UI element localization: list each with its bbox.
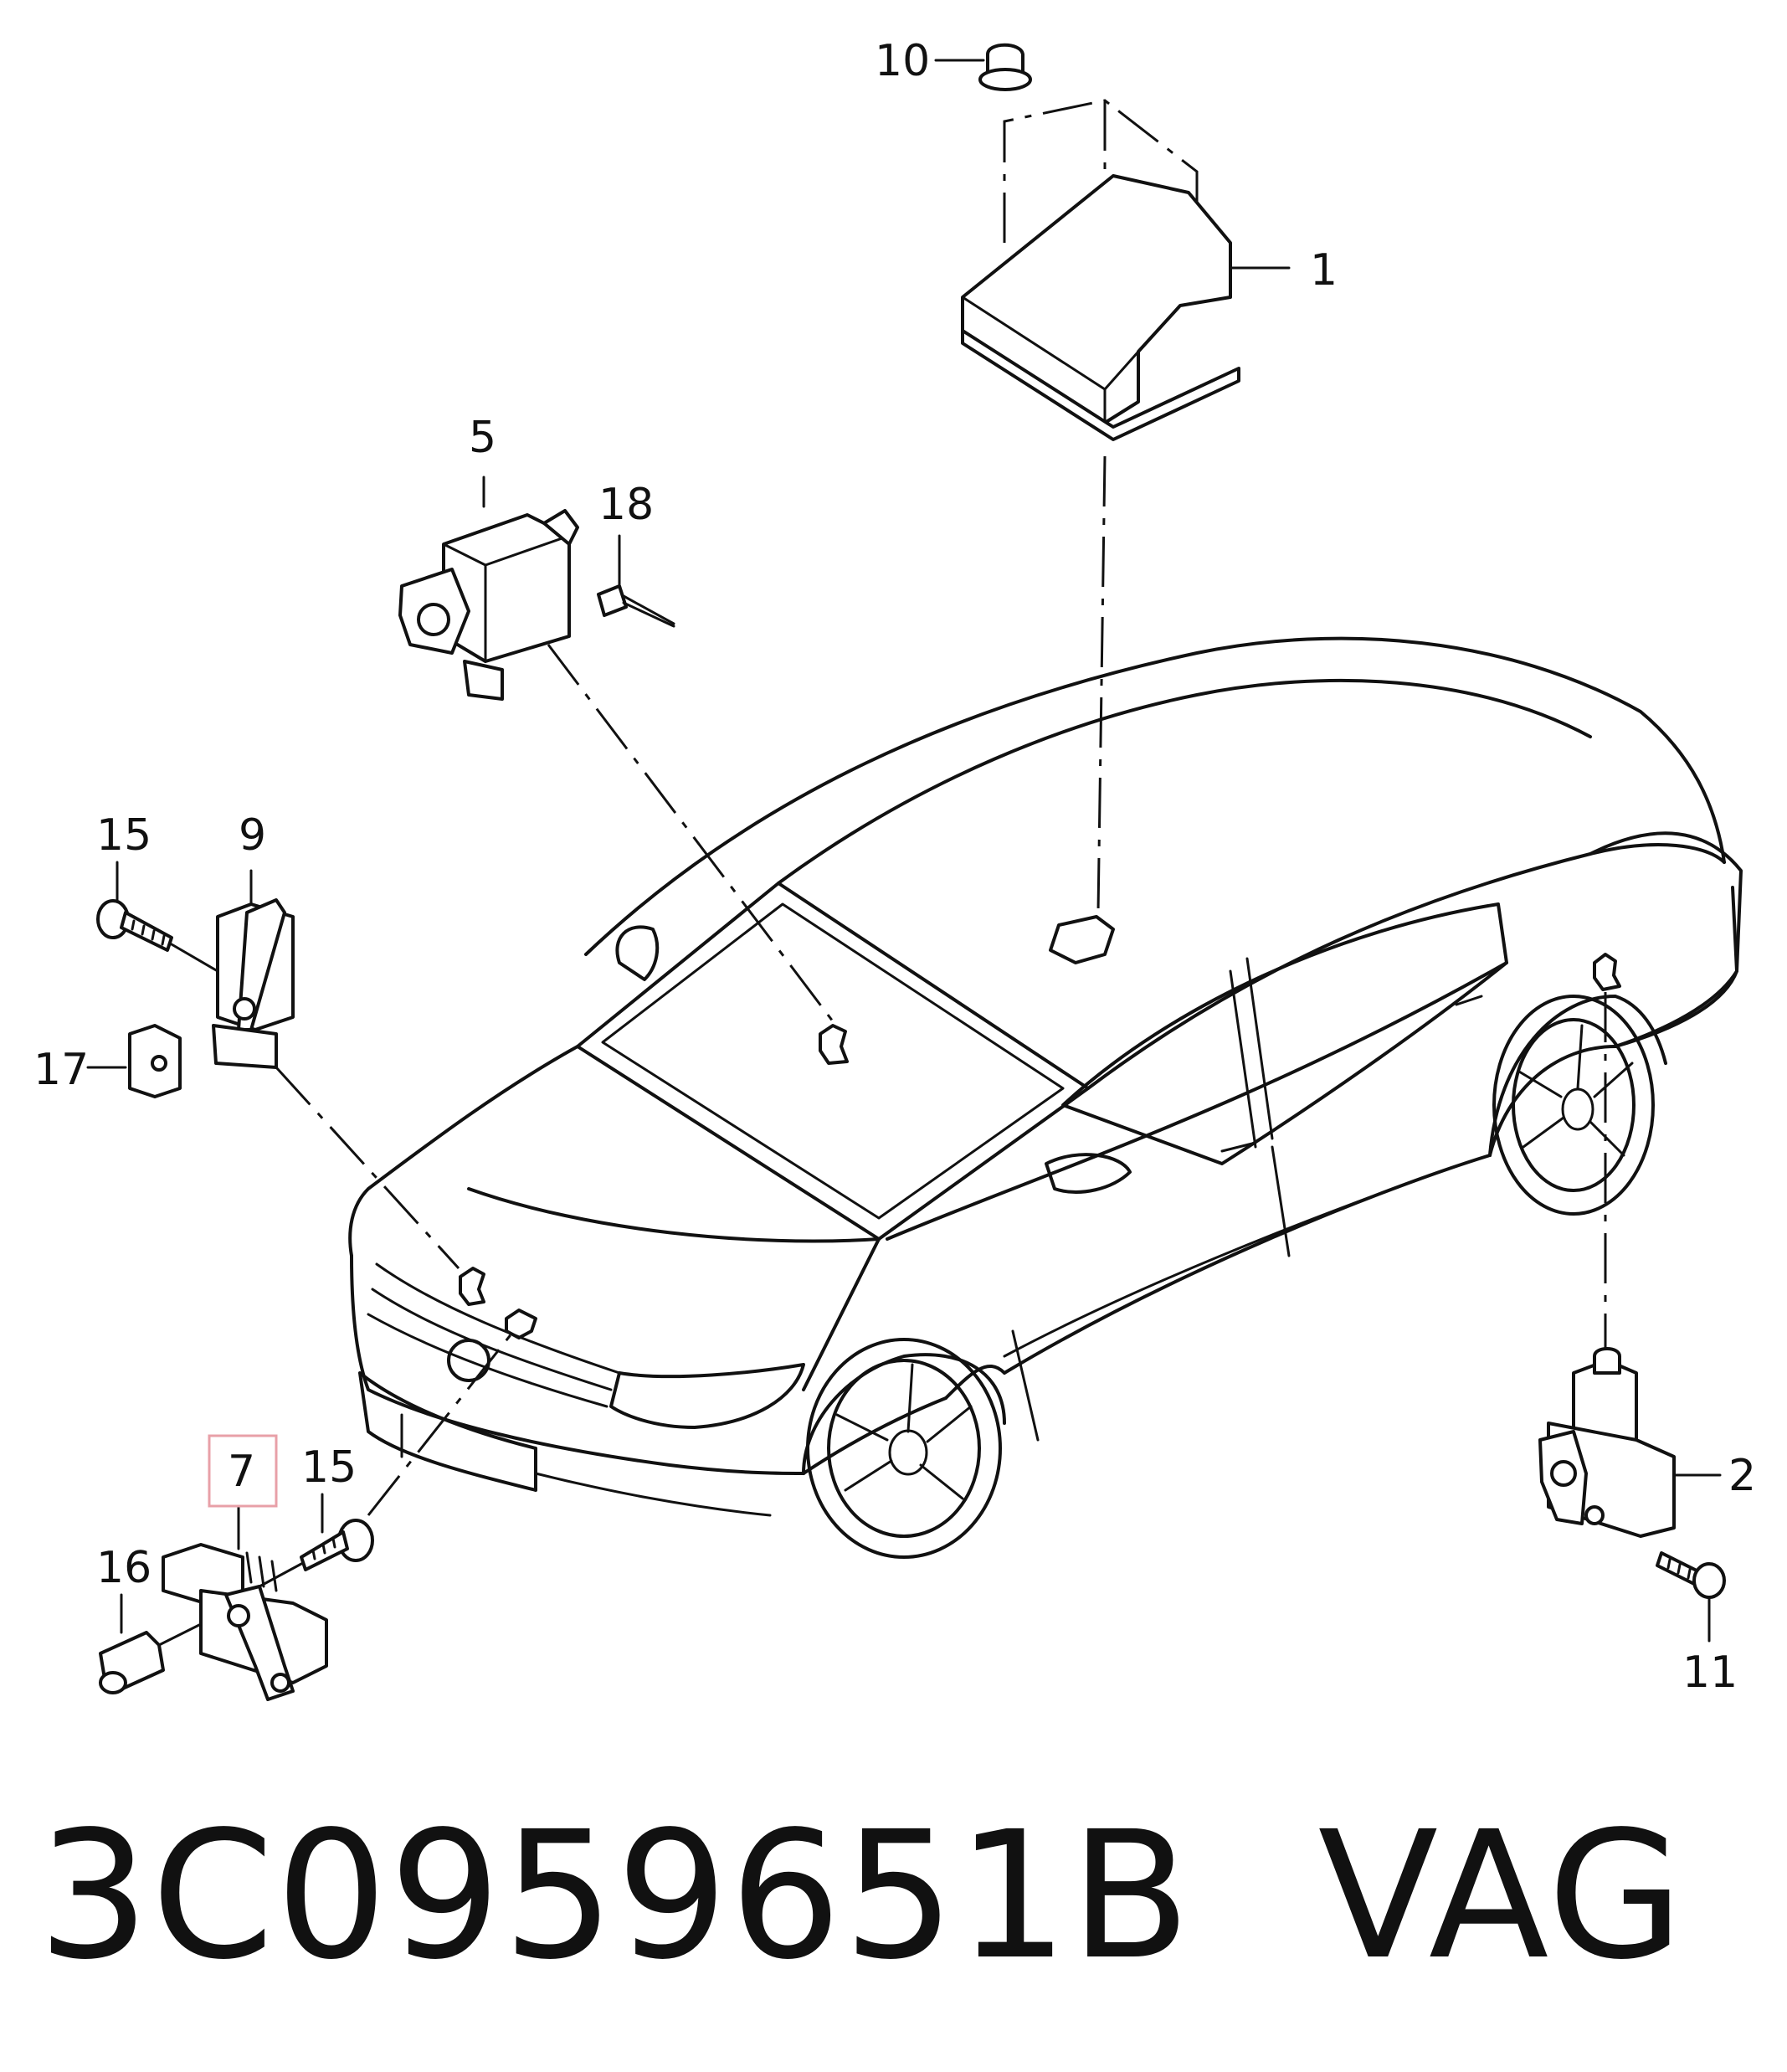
part-15-bolt-lower	[258, 1493, 374, 1588]
part-10-nut	[934, 43, 1032, 91]
callout-9: 9	[239, 810, 266, 861]
callout-11: 11	[1682, 1648, 1738, 1698]
leader-lines	[275, 99, 1607, 1516]
callout-7: 7	[228, 1447, 255, 1497]
sensor9-mount-marker	[459, 1267, 485, 1306]
part-number: 3C0959651B	[38, 1793, 1193, 1998]
part-5-sensor	[398, 476, 579, 701]
callout-7-highlight-box	[208, 1434, 278, 1508]
callout-15-lower: 15	[301, 1442, 357, 1493]
callout-15-upper: 15	[96, 810, 151, 861]
callout-16: 16	[96, 1543, 151, 1593]
callout-1: 1	[1310, 245, 1338, 296]
part-16-nut	[99, 1593, 203, 1694]
part-9-sensor	[212, 869, 295, 1069]
callout-labels: 1 2 5 9 10 11 15 15 16 17 18 7	[33, 36, 1756, 1698]
part-7-sensor	[162, 1472, 328, 1701]
callout-10: 10	[875, 36, 930, 86]
module-mount-marker	[1049, 915, 1115, 964]
part-18-rivet	[597, 534, 675, 628]
sensor5-mount-marker	[819, 1024, 849, 1065]
part-1-control-module	[961, 174, 1291, 441]
brand-name: VAG	[1317, 1793, 1686, 1998]
part-11-bolt	[1656, 1551, 1726, 1643]
part-15-bolt-upper	[96, 861, 219, 973]
callout-17: 17	[33, 1045, 89, 1095]
sensor2-mount-marker	[1593, 953, 1621, 991]
mount-markers	[459, 915, 1621, 1339]
callout-18: 18	[598, 480, 654, 530]
sensor7-mount-marker	[505, 1308, 537, 1339]
part-17-clip	[86, 1024, 182, 1098]
callout-2: 2	[1728, 1451, 1756, 1501]
part-2-sensor	[1538, 1347, 1722, 1538]
car-illustration	[348, 636, 1743, 1559]
callout-5: 5	[469, 413, 496, 463]
